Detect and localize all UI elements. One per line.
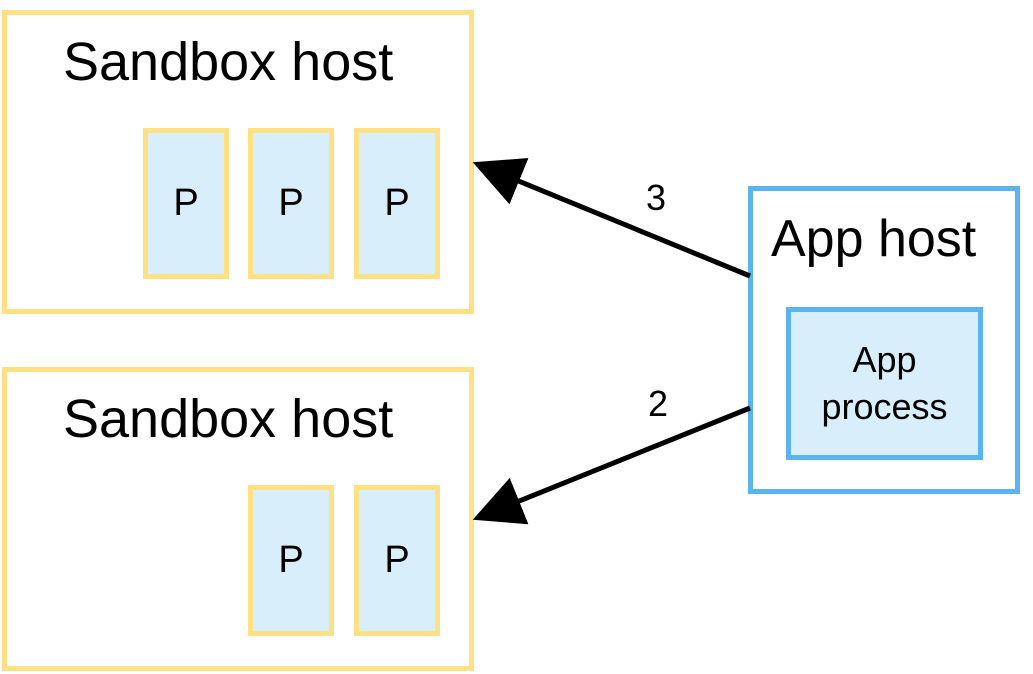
process-box: P xyxy=(248,128,334,279)
sandbox-host-bottom: Sandbox host P P xyxy=(2,367,474,671)
app-host-title: App host xyxy=(771,210,977,268)
edge-arrow-3 xyxy=(472,158,751,279)
sandbox-host-title: Sandbox host xyxy=(63,389,394,449)
edge-label-2: 2 xyxy=(648,383,669,424)
process-box: P xyxy=(248,485,334,636)
process-box: P xyxy=(354,128,440,279)
sandbox-host-top: Sandbox host P P P xyxy=(2,10,474,314)
edge-arrow-2 xyxy=(472,405,751,525)
sandbox-host-title: Sandbox host xyxy=(63,32,394,92)
edge-label-3: 3 xyxy=(646,177,667,218)
process-box: P xyxy=(143,128,229,279)
process-box: P xyxy=(354,485,440,636)
